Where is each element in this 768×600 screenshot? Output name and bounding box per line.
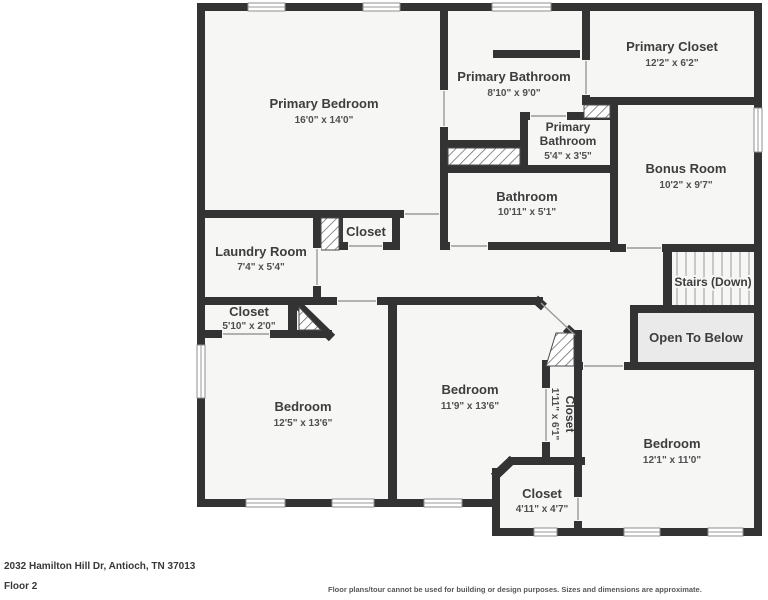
laundry-room-dims: 7'4" x 5'4" <box>237 262 285 273</box>
hatched-areas <box>298 104 611 367</box>
bedroom-right-dims: 12'1" x 11'0" <box>643 455 701 466</box>
footer-floor-label: Floor 2 <box>4 581 38 592</box>
primary-closet-dims: 12'2" x 6'2" <box>645 58 698 69</box>
primary-wc-label-1: Primary <box>546 120 591 134</box>
bedroom-right-label: Bedroom <box>643 436 700 451</box>
bedroom-left-dims: 12'5" x 13'6" <box>274 418 333 429</box>
bonus-room-dims: 10'2" x 9'7" <box>659 180 712 191</box>
room-labels: Primary Bedroom 16'0" x 14'0" Primary Ba… <box>215 39 754 515</box>
closet-1-11-dims: 1'11" x 6'1" <box>549 388 560 441</box>
stairs-treads <box>676 252 750 305</box>
primary-wc-label-2: Bathroom <box>540 134 597 148</box>
bathroom-label: Bathroom <box>496 189 557 204</box>
primary-bedroom-label: Primary Bedroom <box>269 96 378 111</box>
door-openings <box>222 60 662 521</box>
closet-1-11-label: Closet <box>563 396 577 433</box>
bedroom-mid-dims: 11'9" x 13'6" <box>441 401 499 412</box>
linen-hatch <box>583 104 611 119</box>
primary-bathroom-label: Primary Bathroom <box>457 69 570 84</box>
footer-address: 2032 Hamilton Hill Dr, Antioch, TN 37013 <box>4 561 196 572</box>
bonus-room-label: Bonus Room <box>646 161 727 176</box>
corner-hatch-east <box>545 332 575 367</box>
stairs-label: Stairs (Down) <box>674 275 751 289</box>
laundry-room-label: Laundry Room <box>215 244 307 259</box>
hall-hatch-closet <box>320 217 340 251</box>
primary-bathroom-dims: 8'10" x 9'0" <box>487 88 540 99</box>
bedroom-left-label: Bedroom <box>274 399 331 414</box>
closet-1-11-label-group: Closet 1'11" x 6'1" <box>549 388 577 441</box>
open-to-below-label: Open To Below <box>649 330 744 345</box>
closet-5-10-label: Closet <box>229 304 269 319</box>
primary-closet-label: Primary Closet <box>626 39 718 54</box>
primary-bedroom-dims: 16'0" x 14'0" <box>295 115 354 126</box>
footer-disclaimer: Floor plans/tour cannot be used for buil… <box>328 585 702 594</box>
bathroom-dims: 10'11" x 5'1" <box>498 207 556 218</box>
corner-hatch-west <box>298 305 323 331</box>
primary-wc-dims: 5'4" x 3'5" <box>544 151 592 162</box>
bedroom-mid-label: Bedroom <box>441 382 498 397</box>
closet-4-11-label: Closet <box>522 486 562 501</box>
tub-hatch <box>447 147 521 166</box>
hall-closet-label: Closet <box>346 224 386 239</box>
windows <box>196 2 763 537</box>
closet-4-11-dims: 4'11" x 4'7" <box>516 504 569 515</box>
open-to-below-area <box>638 313 754 362</box>
closet-5-10-dims: 5'10" x 2'0" <box>222 321 275 332</box>
